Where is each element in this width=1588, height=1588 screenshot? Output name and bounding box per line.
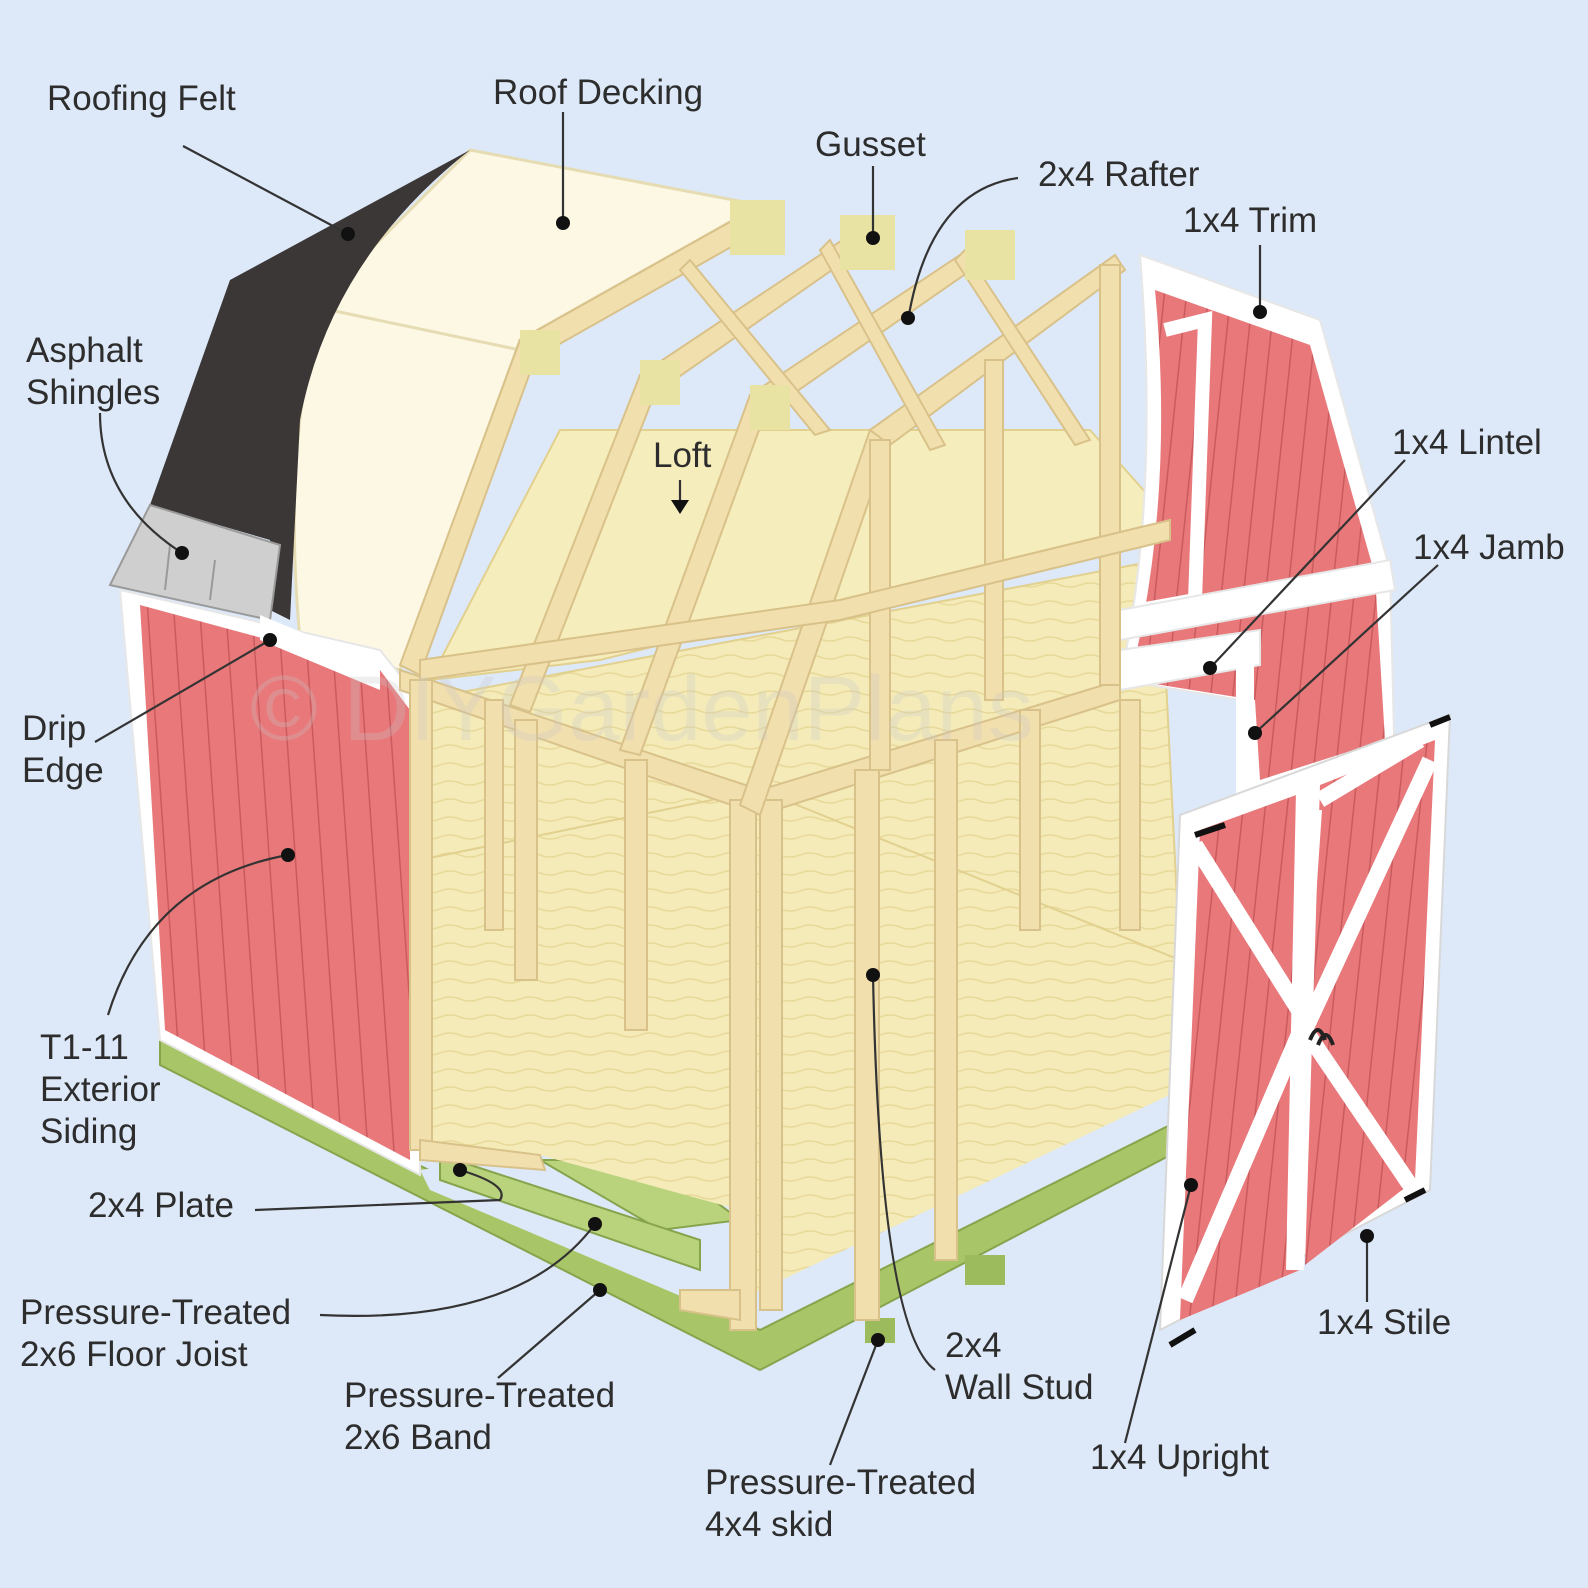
label-skid: Pressure-Treated 4x4 skid xyxy=(705,1463,977,1544)
label-stile: 1x4 Stile xyxy=(1317,1303,1452,1342)
leader-lines xyxy=(94,112,1439,1466)
label-loft: Loft xyxy=(653,436,712,475)
label-asphalt-shingles: Asphalt Shingles xyxy=(26,331,161,412)
left-siding xyxy=(118,588,421,1177)
roofing-felt-panel xyxy=(150,150,470,620)
framing xyxy=(398,200,1171,1331)
label-roofing-felt: Roofing Felt xyxy=(47,79,236,118)
label-wall-stud: 2x4 Wall Stud xyxy=(945,1326,1094,1407)
label-drip-edge: Drip Edge xyxy=(22,709,104,790)
floor-plywood xyxy=(420,790,1180,1300)
label-lintel: 1x4 Lintel xyxy=(1392,423,1542,462)
watermark: © DIYGardenPlans xyxy=(250,658,1034,760)
loft-arrow-icon xyxy=(671,500,689,514)
label-roof-decking: Roof Decking xyxy=(493,73,704,112)
label-rafter: 2x4 Rafter xyxy=(1038,155,1200,194)
leader-dots xyxy=(175,216,1374,1347)
barn-door xyxy=(1158,713,1452,1348)
label-jamb: 1x4 Jamb xyxy=(1413,528,1565,567)
label-floor-joist: Pressure-Treated 2x6 Floor Joist xyxy=(20,1293,292,1374)
label-plate: 2x4 Plate xyxy=(88,1186,234,1225)
label-gusset: Gusset xyxy=(815,125,926,164)
label-band: Pressure-Treated 2x6 Band xyxy=(344,1376,616,1457)
label-upright: 1x4 Upright xyxy=(1090,1438,1269,1477)
label-trim: 1x4 Trim xyxy=(1183,201,1318,240)
label-siding: T1-11 Exterior Siding xyxy=(40,1028,161,1151)
